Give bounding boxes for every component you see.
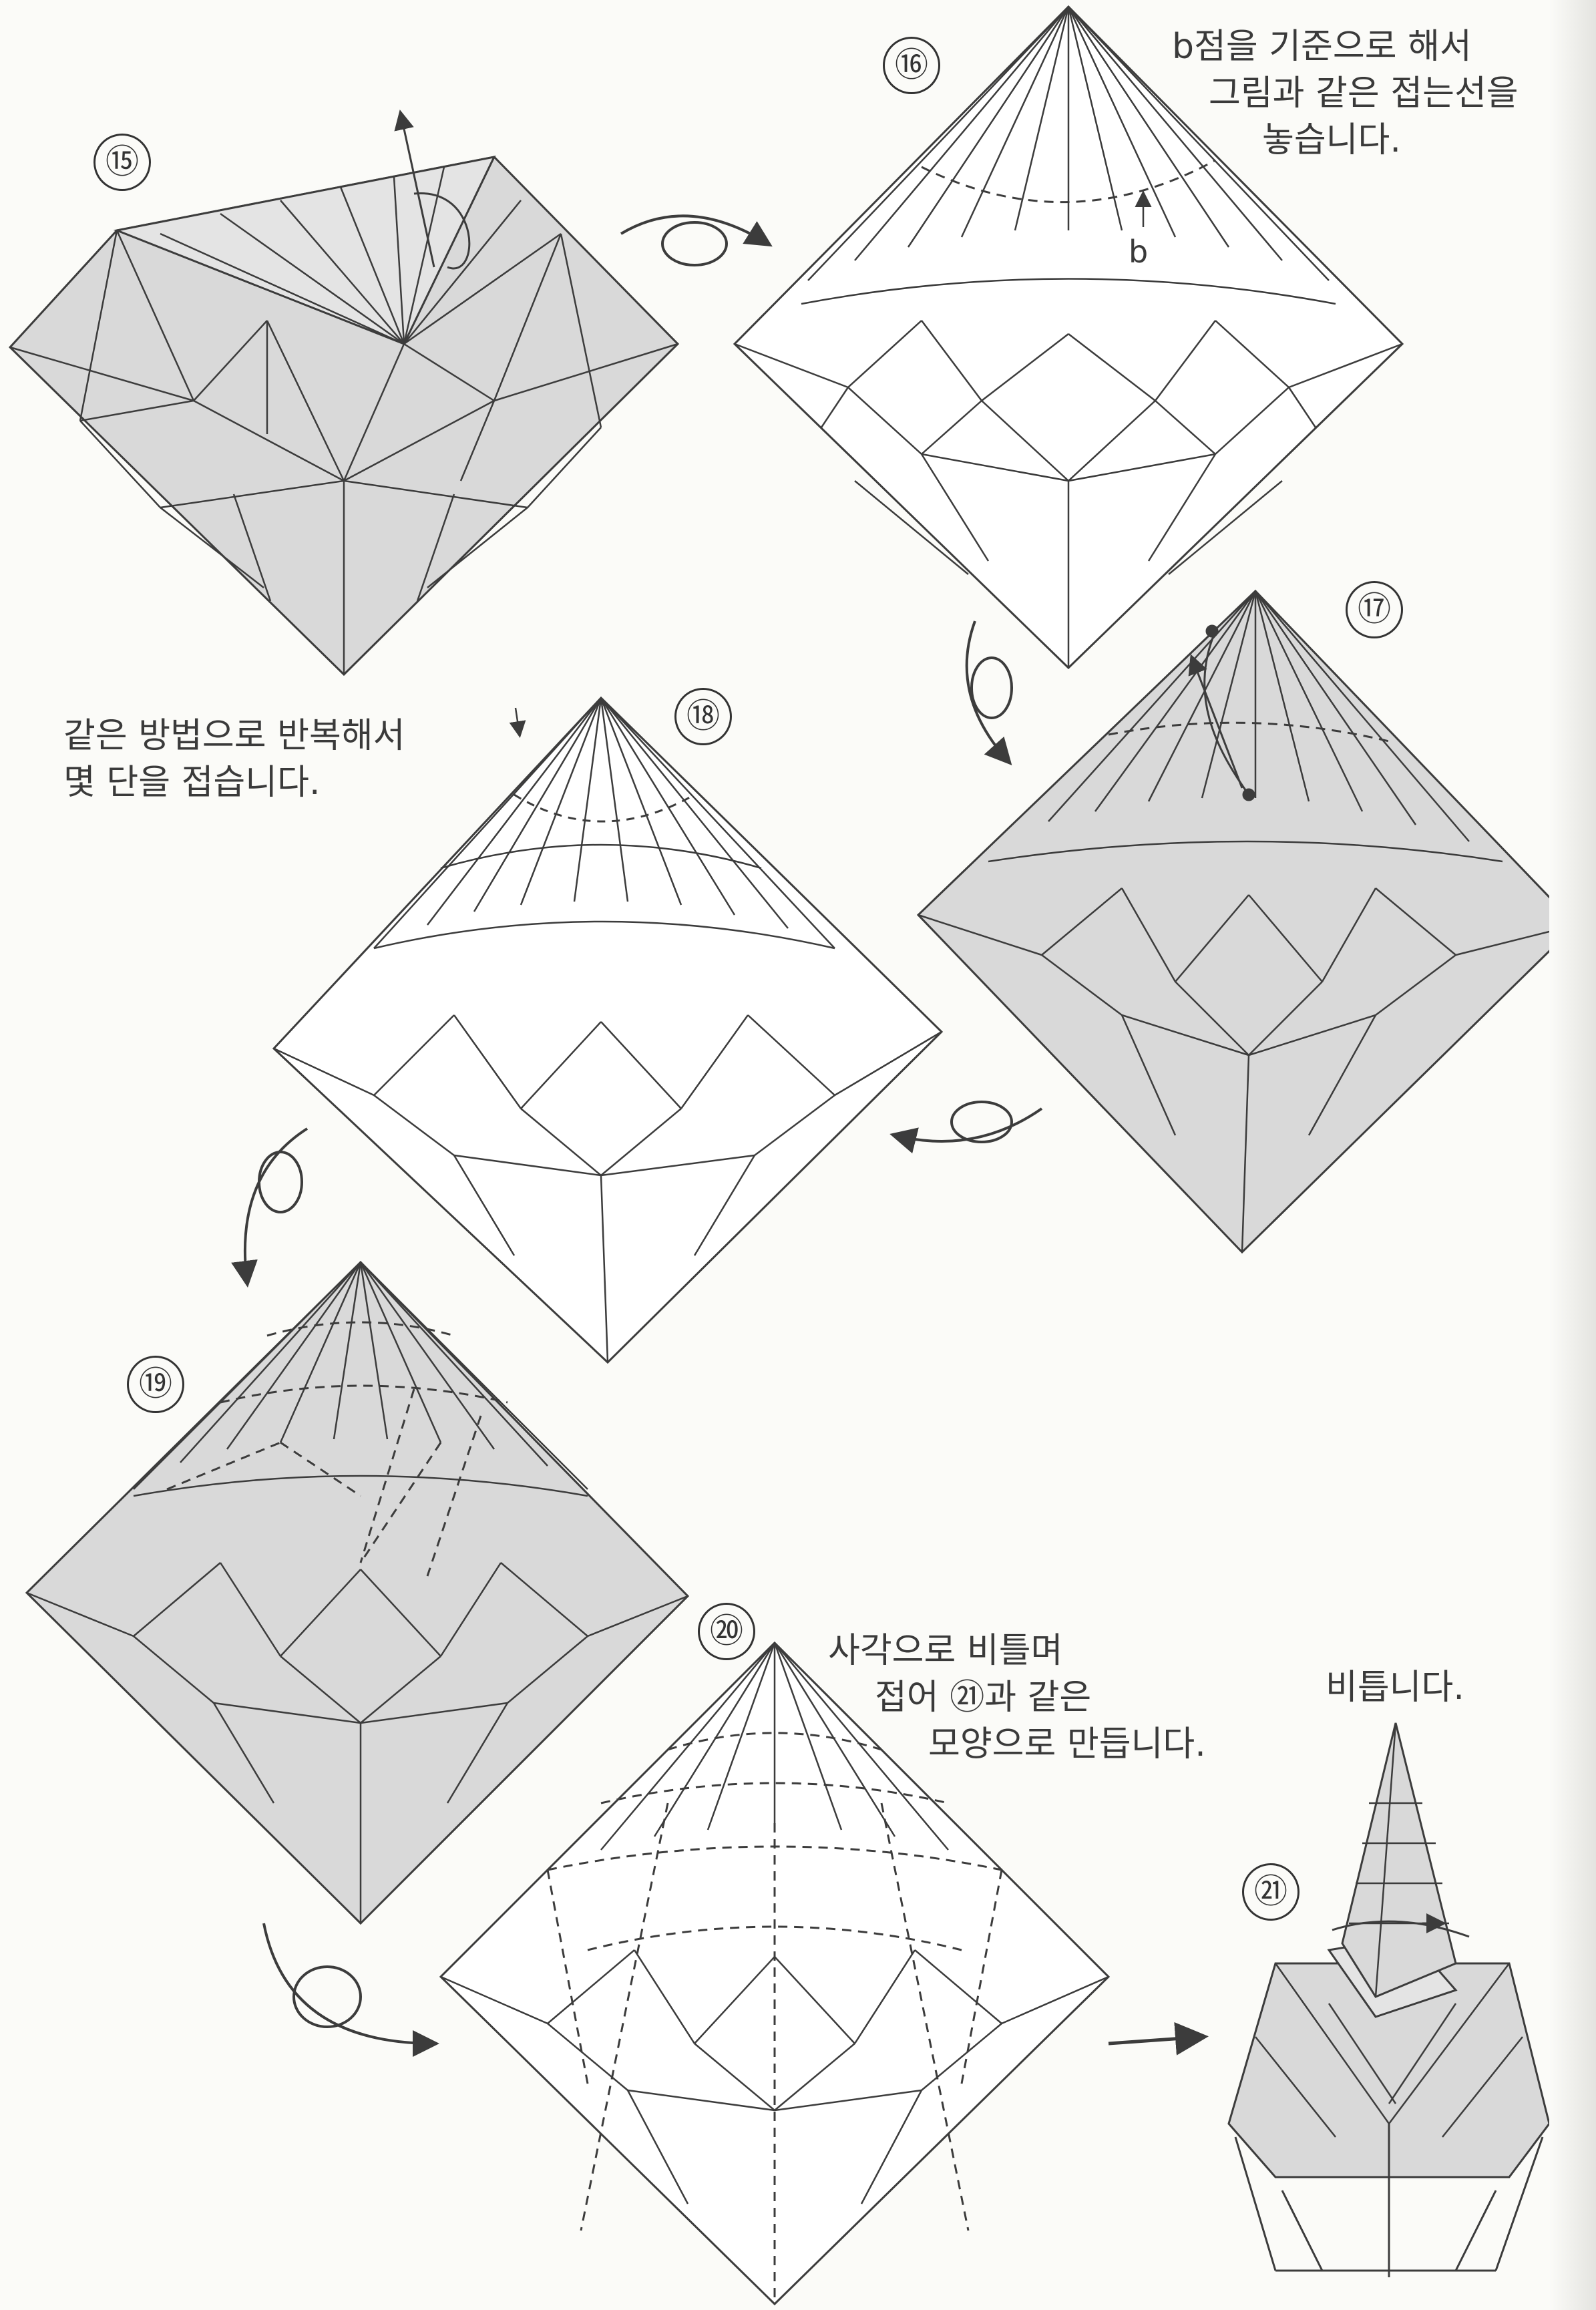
point-b-label: b: [1129, 230, 1148, 273]
step-18-number: ⑱: [674, 688, 732, 745]
step-20-note-line-3: 모양으로 만듭니다.: [928, 1723, 1206, 1766]
turn-over-arrow-15-16: [621, 216, 768, 265]
step-17-number: ⑰: [1346, 581, 1403, 638]
turn-over-arrow-18-19: [245, 1129, 307, 1282]
step-21-number: ㉑: [1242, 1863, 1300, 1921]
turn-over-arrow-19-20: [264, 1923, 434, 2044]
step-16-note-line-1: b점을 기준으로 해서: [1172, 25, 1472, 68]
step-17-figure: [918, 591, 1576, 1252]
step-20-number: ⑳: [698, 1603, 755, 1660]
step-20-note-line-2: 접어 ㉑과 같은: [875, 1676, 1091, 1719]
step-16-number: ⑯: [883, 37, 940, 94]
step-18-figure: [274, 698, 942, 1362]
page-edge-shadow: [1549, 0, 1596, 2310]
step-15-figure: [10, 114, 678, 675]
step-21-note: 비틉니다.: [1326, 1666, 1464, 1709]
step-18-note-line-2: 몇 단을 접습니다.: [63, 761, 320, 804]
step-21-figure: [1229, 1723, 1549, 2277]
turn-over-arrow-16-17: [967, 621, 1012, 761]
step-16-note-line-3: 놓습니다.: [1262, 119, 1401, 162]
step-19-number: ⑲: [127, 1356, 184, 1413]
step-16-note-line-2: 그림과 같은 접는선을: [1209, 72, 1519, 115]
turn-over-arrow-17-18: [895, 1102, 1042, 1142]
step-19-figure: [27, 1262, 688, 1923]
step-18-note-line-1: 같은 방법으로 반복해서: [63, 715, 405, 757]
step-20-note-line-1: 사각으로 비틀며: [828, 1629, 1062, 1672]
step-15-number: ⑮: [93, 134, 151, 191]
